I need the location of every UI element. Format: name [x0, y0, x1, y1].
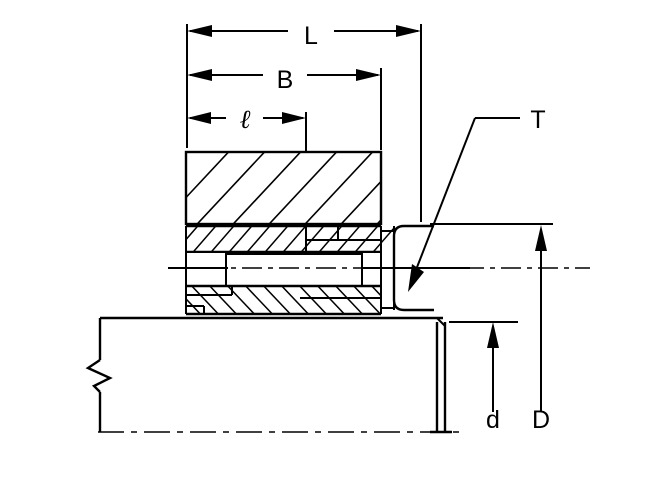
race-band-lower [185, 284, 408, 316]
housing-block-outline [184, 150, 383, 226]
dimension-label-D: D [532, 406, 550, 434]
dimension-label-l: ℓ [240, 105, 251, 134]
arrowhead-L-right [396, 25, 421, 37]
arrowhead-l-left [187, 112, 211, 124]
arrowhead-T [408, 264, 424, 292]
arrowhead-D-top [535, 225, 547, 251]
arrowhead-B-right [356, 69, 381, 81]
arrowhead-l-right [282, 112, 306, 124]
arrowhead-d-top [487, 322, 499, 348]
arrowhead-L-left [187, 25, 212, 37]
dimension-B: B [187, 66, 382, 150]
shaft-break-symbol [85, 359, 113, 393]
shaft-right-chamfer [436, 317, 446, 327]
leader-T-diagonal [413, 117, 476, 276]
dimension-D: D [430, 223, 553, 434]
dimension-label-T: T [530, 106, 545, 134]
dimension-label-B: B [277, 66, 294, 94]
shaft-fill [100, 318, 445, 432]
housing-block-fill [186, 152, 381, 224]
dimension-T: T [408, 106, 546, 292]
arrowhead-B-left [187, 69, 212, 81]
dimension-d: d [449, 321, 518, 434]
bearing-housing-block [184, 150, 383, 226]
dimension-label-d: d [486, 406, 500, 434]
dimension-label-L: L [304, 22, 318, 50]
dimension-L: L [186, 22, 422, 222]
shaft-body [85, 316, 460, 434]
